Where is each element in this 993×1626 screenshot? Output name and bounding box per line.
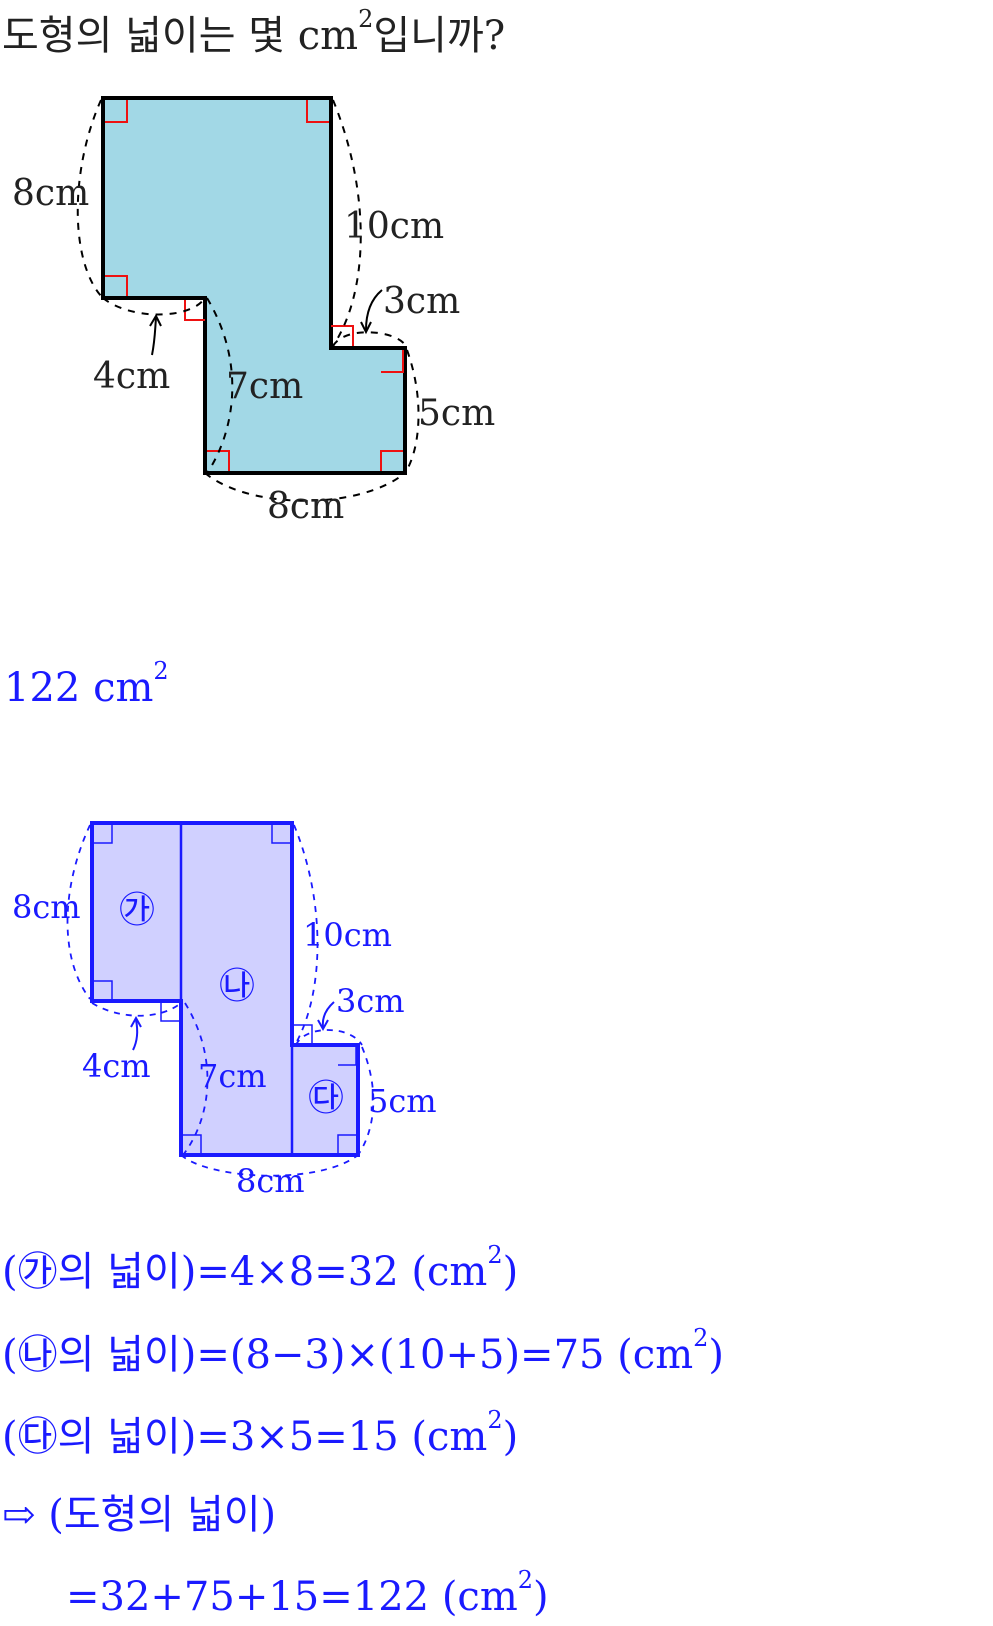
answer-superscript: 2 bbox=[153, 657, 169, 685]
label2-bottom: 8cm bbox=[236, 1162, 305, 1200]
region-label-da: ㉰ bbox=[308, 1078, 344, 1119]
question-end: 입니까? bbox=[373, 13, 506, 59]
question-superscript: 2 bbox=[358, 5, 374, 33]
label2-middle: 7cm bbox=[198, 1057, 267, 1095]
solution-line-2: (㉯의 넓이)=(8−3)×(10+5)=75 (cm2) bbox=[2, 1326, 725, 1378]
solution-close: ) bbox=[502, 1249, 519, 1295]
solution-line-4: ⇨ (도형의 넓이) bbox=[2, 1495, 276, 1535]
label2-left: 8cm bbox=[12, 888, 81, 926]
solution-line-3: (㉰의 넓이)=3×5=15 (cm2) bbox=[2, 1408, 519, 1460]
solution-text: (㉮의 넓이)=4×8=32 (cm bbox=[2, 1249, 488, 1295]
label2-step: 4cm bbox=[82, 1047, 151, 1085]
label2-notch: 3cm bbox=[336, 982, 405, 1020]
solution-line-1: (㉮의 넓이)=4×8=32 (cm2) bbox=[2, 1243, 519, 1295]
right-angle-marks bbox=[105, 100, 404, 471]
pointer-arrows-2 bbox=[130, 1001, 335, 1051]
question-text: 도형의 넓이는 몇 cm2입니까? bbox=[2, 7, 506, 59]
superscript: 2 bbox=[487, 1241, 503, 1269]
figure-solution: 8cm 10cm 3cm 4cm 7cm 5cm 8cm ㉮ ㉯ ㉰ bbox=[12, 821, 437, 1200]
question-main: 도형의 넓이는 몇 cm bbox=[2, 13, 359, 59]
dimension-arcs bbox=[76, 99, 420, 502]
label-left: 8cm bbox=[12, 173, 89, 214]
label2-right-top: 10cm bbox=[303, 916, 392, 954]
label-middle: 7cm bbox=[226, 366, 303, 407]
figure-problem: 8cm 10cm 3cm 4cm 7cm 5cm 8cm bbox=[12, 96, 495, 527]
superscript: 2 bbox=[487, 1406, 503, 1434]
label2-right-bottom: 5cm bbox=[368, 1082, 437, 1120]
right-angle-marks-2 bbox=[94, 825, 357, 1153]
pointer-arrows bbox=[149, 289, 383, 356]
answer-value: 122 cm bbox=[4, 665, 154, 711]
region-label-ga: ㉮ bbox=[119, 890, 155, 931]
solution-close: ) bbox=[502, 1414, 519, 1460]
region-label-na: ㉯ bbox=[219, 966, 255, 1007]
solution-text: ⇨ (도형의 넓이) bbox=[2, 1492, 277, 1538]
label-notch: 3cm bbox=[383, 281, 460, 322]
solution-close: ) bbox=[708, 1332, 725, 1378]
split-lines bbox=[179, 823, 294, 1155]
solution-text: =32+75+15=122 (cm bbox=[66, 1574, 518, 1620]
superscript: 2 bbox=[693, 1324, 709, 1352]
label-step: 4cm bbox=[93, 356, 170, 397]
dimension-arcs-2 bbox=[66, 824, 375, 1177]
label-right-top: 10cm bbox=[344, 206, 444, 247]
answer-text: 122 cm2 bbox=[4, 659, 169, 711]
solution-line-5: =32+75+15=122 (cm2) bbox=[66, 1568, 549, 1620]
solution-text: (㉯의 넓이)=(8−3)×(10+5)=75 (cm bbox=[2, 1332, 694, 1378]
label-right-bottom: 5cm bbox=[418, 393, 495, 434]
solution-close: ) bbox=[533, 1574, 549, 1620]
superscript: 2 bbox=[517, 1566, 534, 1594]
solution-text: (㉰의 넓이)=3×5=15 (cm bbox=[2, 1414, 488, 1460]
label-bottom: 8cm bbox=[267, 486, 344, 527]
